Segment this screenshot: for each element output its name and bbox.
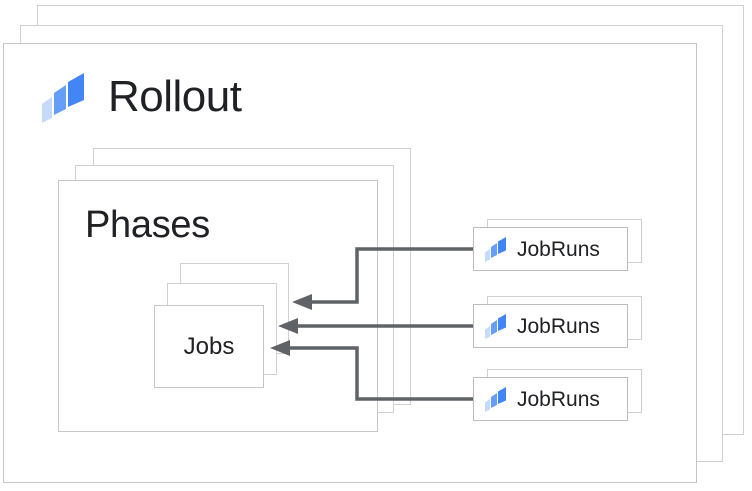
jobruns-label-2: JobRuns [517, 314, 600, 338]
cloud-deploy-logo-icon [484, 313, 508, 339]
rollout-title: Rollout [108, 72, 242, 121]
cloud-deploy-logo-icon [484, 236, 508, 262]
jobruns-label-3: JobRuns [517, 387, 600, 411]
jobruns-card-front-2[interactable]: JobRuns [473, 304, 628, 348]
jobs-card-front [154, 305, 264, 388]
rollout-header: Rollout [40, 68, 242, 126]
cloud-deploy-logo-icon [40, 71, 88, 123]
jobruns-card-front-1[interactable]: JobRuns [473, 227, 628, 271]
phases-title: Phases [85, 204, 210, 246]
jobruns-card-front-3[interactable]: JobRuns [473, 377, 628, 421]
cloud-deploy-logo-icon [484, 386, 508, 412]
jobruns-label-1: JobRuns [517, 237, 600, 261]
